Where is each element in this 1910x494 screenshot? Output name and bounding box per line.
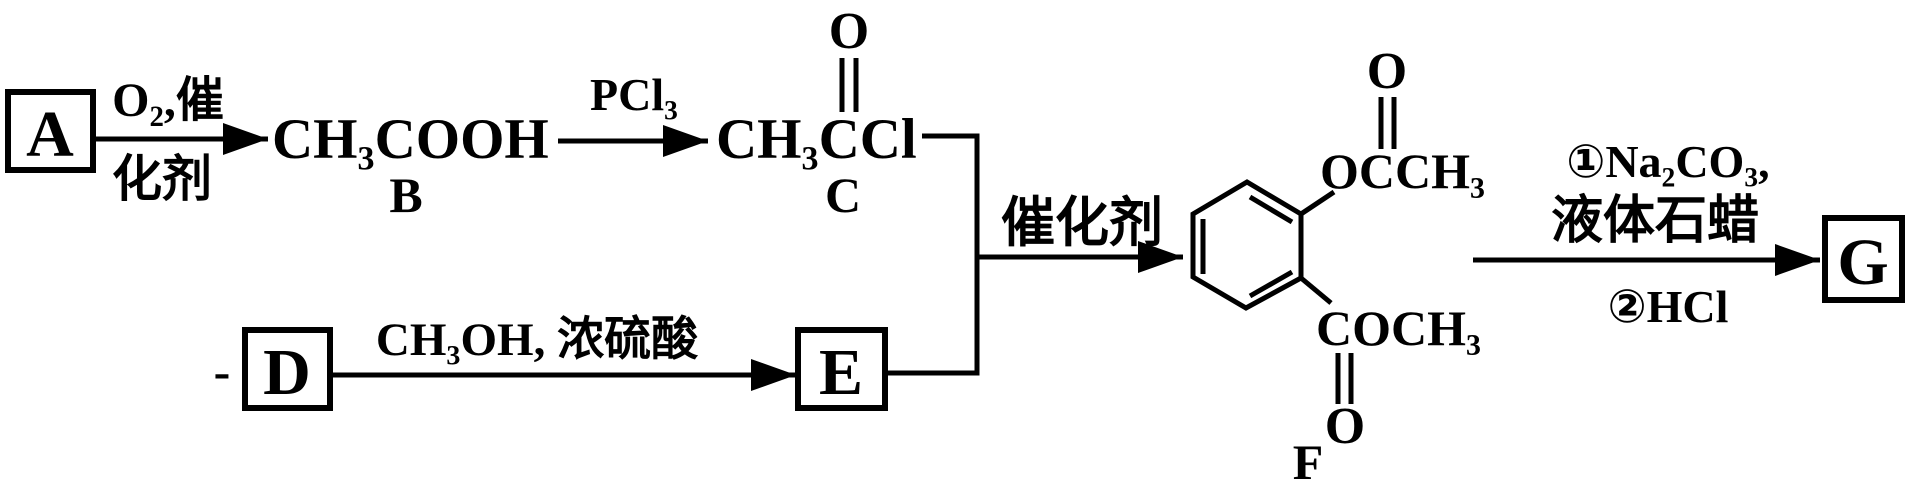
dash-before-d: - bbox=[214, 343, 231, 399]
reagent-f-to-g-line1: ①Na₂CO₃, bbox=[1566, 136, 1769, 187]
node-e-label: E bbox=[819, 336, 863, 409]
f-top-oxygen: O bbox=[1367, 43, 1407, 100]
f-acetoxy-group: OCCH₃ bbox=[1320, 143, 1485, 199]
node-f-label: F bbox=[1293, 434, 1324, 490]
box-d bbox=[242, 327, 333, 411]
node-b-label: B bbox=[389, 167, 422, 223]
bond-ring-to-ester bbox=[1299, 276, 1333, 305]
reagent-b-to-c: PCl₃ bbox=[590, 69, 678, 120]
reagent-ce-to-f: 催化剂 bbox=[1001, 193, 1163, 253]
reagent-a-to-b-below: 化剂 bbox=[112, 151, 212, 207]
benzene-ring bbox=[1190, 179, 1304, 311]
f-ester-group: COCH₃ bbox=[1316, 300, 1481, 356]
bond-ring-to-acetoxy bbox=[1299, 189, 1336, 217]
reagent-d-to-e: CH₃OH, 浓硫酸 bbox=[376, 314, 699, 366]
benzene-double-bond-topright bbox=[1248, 194, 1294, 225]
node-c-label: C bbox=[825, 167, 861, 223]
node-d-label: D bbox=[263, 336, 311, 409]
c-carbonyl-oxygen: O bbox=[829, 3, 869, 60]
node-a-label: A bbox=[26, 98, 74, 171]
reagent-f-to-g-line2: 液体石蜡 bbox=[1551, 192, 1759, 250]
connector-c-and-e bbox=[886, 133, 980, 376]
reagent-a-to-b-above: O₂,催 bbox=[112, 74, 224, 127]
benzene-double-bond-bottomright bbox=[1248, 269, 1294, 299]
compound-c-formula: CH₃CCl bbox=[716, 108, 917, 171]
box-e bbox=[795, 327, 888, 411]
reagent-f-to-g-below: ②HCl bbox=[1608, 281, 1729, 332]
f-bottom-oxygen: O bbox=[1325, 398, 1365, 455]
box-a bbox=[5, 89, 96, 173]
node-g-label: G bbox=[1837, 226, 1888, 299]
box-g bbox=[1822, 215, 1905, 303]
compound-b-formula: CH₃COOH bbox=[272, 108, 549, 171]
